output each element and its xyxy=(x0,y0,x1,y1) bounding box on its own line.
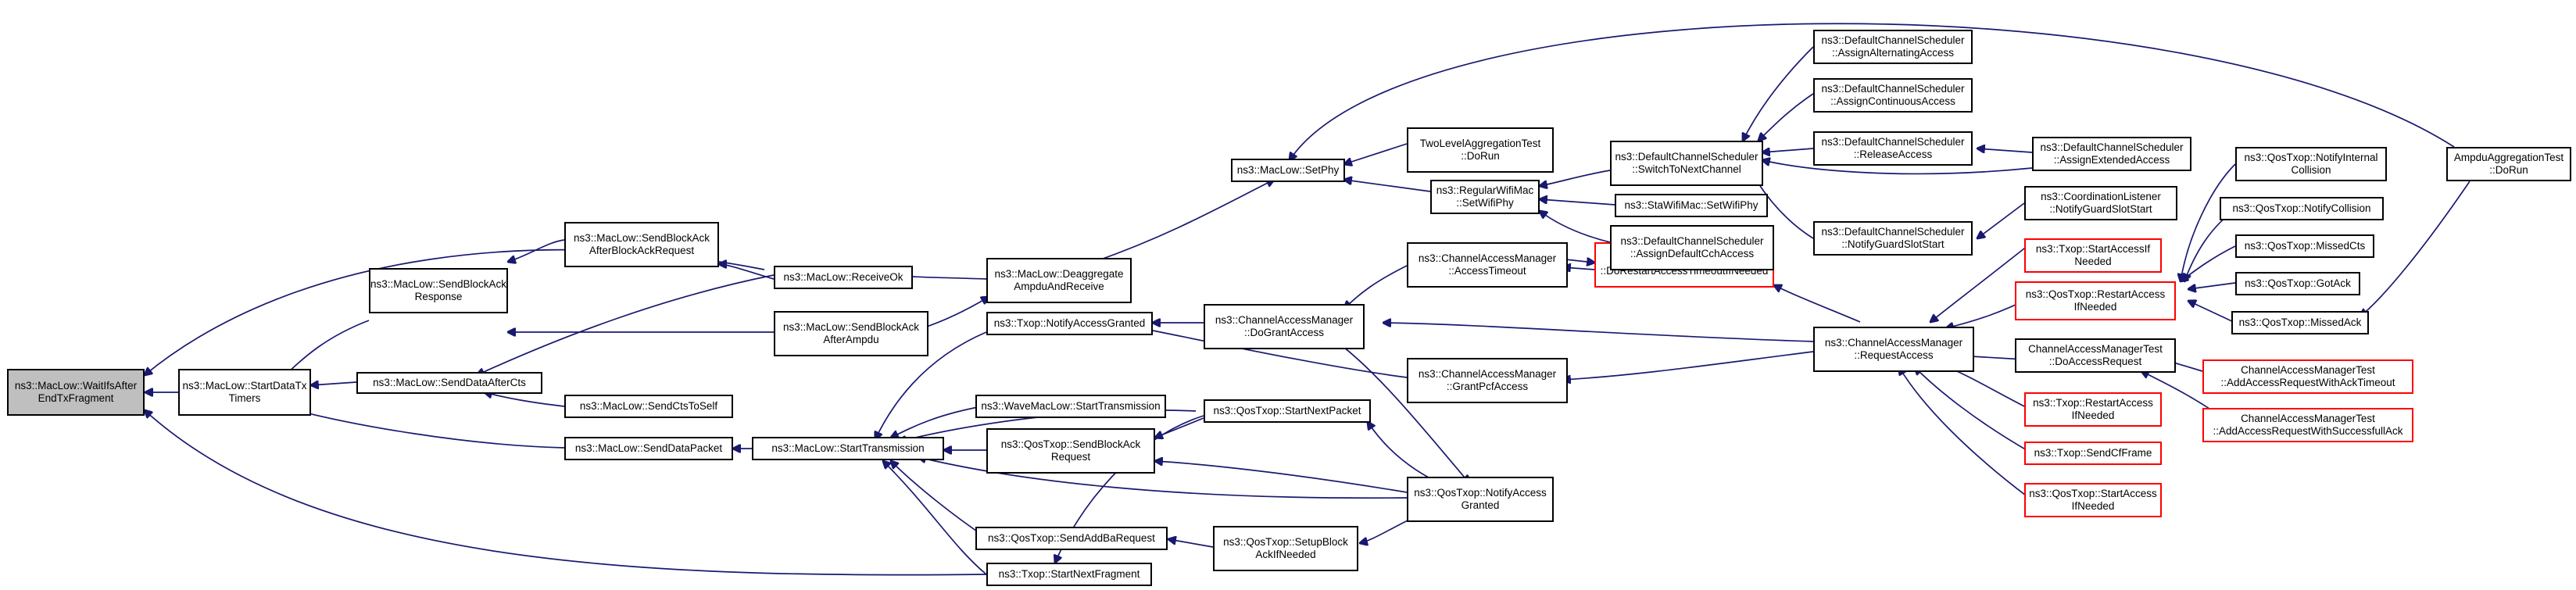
edge-cam-access-timeout-to-do-grant-access xyxy=(1344,265,1408,309)
node-coordination-listener-notify-guard-slot-start[interactable]: ns3::CoordinationListener ::NotifyGuardS… xyxy=(2024,186,2177,220)
edge-dcs-continuous-to-switch xyxy=(1758,93,1814,141)
node-regular-wifi-mac-set-wifi-phy[interactable]: ns3::RegularWifiMac ::SetWifiPhy xyxy=(1430,180,1540,214)
node-send-block-ack-response[interactable]: ns3::MacLow::SendBlockAck Response xyxy=(369,268,508,313)
edge-cam-do-grant-access-to-qostxop-notify xyxy=(1328,335,1469,483)
node-dcs-notify-guard-slot-start[interactable]: ns3::DefaultChannelScheduler ::NotifyGua… xyxy=(1813,221,1973,256)
edge-dcs-assign-default-to-regular xyxy=(1540,211,1611,243)
node-dcs-assign-default-cch-access[interactable]: ns3::DefaultChannelScheduler ::AssignDef… xyxy=(1610,225,1774,270)
node-dcs-release-access[interactable]: ns3::DefaultChannelScheduler ::ReleaseAc… xyxy=(1813,131,1973,166)
node-qostxop-setup-block-ack-if-needed[interactable]: ns3::QosTxop::SetupBlock AckIfNeeded xyxy=(1213,526,1358,571)
node-dcs-assign-alternating-access[interactable]: ns3::DefaultChannelScheduler ::AssignAlt… xyxy=(1813,30,1973,64)
edge-dcs-extended-to-release xyxy=(1977,148,2033,152)
edge-cts-to-self-to-data-after-cts xyxy=(485,392,565,407)
edge-sta-wifi-mac-to-regular xyxy=(1540,199,1615,206)
edge-missed-ack-to-restart xyxy=(2188,301,2236,324)
edge-dcs-release-to-switch xyxy=(1762,148,1814,152)
node-two-level-aggregation-test-do-run[interactable]: TwoLevelAggregationTest ::DoRun xyxy=(1407,127,1554,173)
edge-txop-send-cf-to-request xyxy=(1915,367,2033,454)
node-cam-do-grant-access[interactable]: ns3::ChannelAccessManager ::DoGrantAcces… xyxy=(1204,304,1365,349)
node-qostxop-send-addba-request[interactable]: ns3::QosTxop::SendAddBaRequest xyxy=(975,527,1168,550)
edge-camtest-successfull-to-do-access xyxy=(2141,371,2213,411)
edge-qostxop-send-addba-request-to-start-transmission xyxy=(891,461,987,538)
node-camtest-add-access-request-with-ack-timeout[interactable]: ChannelAccessManagerTest ::AddAccessRequ… xyxy=(2202,359,2413,394)
node-mac-low-set-phy[interactable]: ns3::MacLow::SetPhy xyxy=(1231,159,1345,182)
node-txop-start-next-fragment[interactable]: ns3::Txop::StartNextFragment xyxy=(986,563,1152,586)
node-qostxop-notify-internal-collision[interactable]: ns3::QosTxop::NotifyInternal Collision xyxy=(2235,147,2387,181)
node-dcs-assign-extended-access[interactable]: ns3::DefaultChannelScheduler ::AssignExt… xyxy=(2032,137,2191,171)
edge-regular-wifi-mac-to-set-phy xyxy=(1344,180,1431,192)
node-txop-notify-access-granted[interactable]: ns3::Txop::NotifyAccessGranted xyxy=(986,312,1153,335)
edge-wave-mac-low-to-start-transmission xyxy=(891,405,987,438)
edge-block-ack-after-ampdu-to-deaggregate xyxy=(921,297,989,329)
edge-coordination-to-notify-guard xyxy=(1977,202,2025,238)
node-wave-mac-low-start-transmission[interactable]: ns3::WaveMacLow::StartTransmission xyxy=(975,395,1166,418)
edge-receive-ok-to-block-ack-after-request xyxy=(719,264,775,280)
node-start-transmission[interactable]: ns3::MacLow::StartTransmission xyxy=(752,437,944,460)
edge-setup-block-ack-to-send-addba-request xyxy=(1168,539,1214,548)
edge-ampdu-test-to-missed-ack xyxy=(2360,181,2470,316)
edge-txop-start-next-fragment-to-start-transmission xyxy=(883,461,987,575)
node-ampdu-aggregation-test-do-run[interactable]: AmpduAggregationTest ::DoRun xyxy=(2446,147,2571,181)
node-qostxop-start-access-if-needed[interactable]: ns3::QosTxop::StartAccess IfNeeded xyxy=(2024,483,2162,517)
node-qostxop-send-block-ack-request[interactable]: ns3::QosTxop::SendBlockAck Request xyxy=(986,428,1155,474)
node-receive-ok[interactable]: ns3::MacLow::ReceiveOk xyxy=(774,266,913,289)
edge-block-ack-after-request-to-response xyxy=(508,239,565,262)
node-cam-grant-pcf-access[interactable]: ns3::ChannelAccessManager ::GrantPcfAcce… xyxy=(1407,358,1568,403)
node-send-data-packet[interactable]: ns3::MacLow::SendDataPacket xyxy=(564,437,733,460)
edge-dcs-extended-to-switch xyxy=(1762,160,2033,175)
edge-ampdu-test-to-set-phy xyxy=(1290,23,2455,160)
node-wait-ifs-after-end-tx-fragment: ns3::MacLow::WaitIfsAfter EndTxFragment xyxy=(7,369,145,416)
node-qostxop-got-ack[interactable]: ns3::QosTxop::GotAck xyxy=(2235,272,2360,295)
node-qostxop-missed-ack[interactable]: ns3::QosTxop::MissedAck xyxy=(2231,311,2369,334)
node-deaggregate-ampdu-and-receive[interactable]: ns3::MacLow::Deaggregate AmpduAndReceive xyxy=(986,258,1132,303)
node-cam-access-timeout[interactable]: ns3::ChannelAccessManager ::AccessTimeou… xyxy=(1407,242,1568,288)
node-cam-request-access[interactable]: ns3::ChannelAccessManager ::RequestAcces… xyxy=(1813,327,1974,372)
node-sta-wifi-mac-set-wifi-phy[interactable]: ns3::StaWifiMac::SetWifiPhy xyxy=(1615,194,1768,217)
edge-txop-notify-access-granted-to-start-transmission xyxy=(875,331,987,439)
node-txop-restart-access-if-needed[interactable]: ns3::Txop::RestartAccess IfNeeded xyxy=(2024,392,2162,427)
node-send-cts-to-self[interactable]: ns3::MacLow::SendCtsToSelf xyxy=(564,395,733,418)
edge-cam-request-access-to-do-grant-access xyxy=(1383,323,1814,342)
node-txop-start-access-if-needed[interactable]: ns3::Txop::StartAccessIf Needed xyxy=(2024,238,2162,273)
edge-two-level-to-set-phy xyxy=(1344,143,1408,164)
edge-dcs-switch-to-regular xyxy=(1540,170,1611,186)
node-qostxop-notify-collision[interactable]: ns3::QosTxop::NotifyCollision xyxy=(2220,197,2384,220)
edge-cam-restart-timeout-to-access-timeout xyxy=(1563,267,1595,270)
node-qostxop-start-next-packet[interactable]: ns3::QosTxop::StartNextPacket xyxy=(1204,399,1371,423)
edge-send-data-after-cts-to-timers xyxy=(311,382,357,385)
node-qostxop-missed-cts[interactable]: ns3::QosTxop::MissedCts xyxy=(2235,234,2374,258)
node-camtest-do-access-request[interactable]: ChannelAccessManagerTest ::DoAccessReque… xyxy=(2015,338,2176,373)
node-dcs-assign-continuous-access[interactable]: ns3::DefaultChannelScheduler ::AssignCon… xyxy=(1813,78,1973,113)
node-send-block-ack-after-ampdu[interactable]: ns3::MacLow::SendBlockAck AfterAmpdu xyxy=(774,311,928,356)
edge-got-ack-to-restart xyxy=(2188,282,2236,289)
edge-receive-ok-to-data-after-cts xyxy=(477,274,775,375)
node-start-data-tx-timers[interactable]: ns3::MacLow::StartDataTx Timers xyxy=(178,369,311,416)
edge-cam-grant-pcf-access-to-txop-notify xyxy=(1141,328,1408,378)
node-txop-send-cf-frame[interactable]: ns3::Txop::SendCfFrame xyxy=(2024,442,2162,465)
node-camtest-add-access-request-with-successfull-ack[interactable]: ChannelAccessManagerTest ::AddAccessRequ… xyxy=(2202,408,2413,442)
node-dcs-switch-to-next-channel[interactable]: ns3::DefaultChannelScheduler ::SwitchToN… xyxy=(1610,141,1763,186)
edge-dcs-alternating-to-switch xyxy=(1743,46,1814,141)
edge-qostxop-start-access-to-request xyxy=(1899,367,2033,501)
node-qostxop-notify-access-granted[interactable]: ns3::QosTxop::NotifyAccess Granted xyxy=(1407,477,1554,522)
edge-cam-request-access-to-grant-pcf-access xyxy=(1563,351,1814,380)
edge-txop-start-access-to-request xyxy=(1930,241,2033,322)
edge-txop-start-next-fragment-to-root xyxy=(145,410,987,576)
edge-qostxop-notify-access-granted-to-start-transmission xyxy=(918,457,1408,499)
edge-notify-internal-collision-to-restart xyxy=(2181,163,2236,281)
edge-qostxop-notify-access-granted-to-send-block-ack-request xyxy=(1155,461,1408,493)
node-qostxop-restart-access-if-needed[interactable]: ns3::QosTxop::RestartAccess IfNeeded xyxy=(2015,281,2176,320)
node-send-data-after-cts[interactable]: ns3::MacLow::SendDataAfterCts xyxy=(356,372,542,394)
node-send-block-ack-after-block-ack-request[interactable]: ns3::MacLow::SendBlockAck AfterBlockAckR… xyxy=(564,222,719,267)
edge-cam-request-access-to-restart-timeout xyxy=(1774,285,1861,323)
edge-deaggregate-to-set-phy xyxy=(1093,180,1274,263)
edge-missed-cts-to-restart xyxy=(2181,245,2236,281)
edge-send-data-packet-to-timers xyxy=(281,406,565,449)
